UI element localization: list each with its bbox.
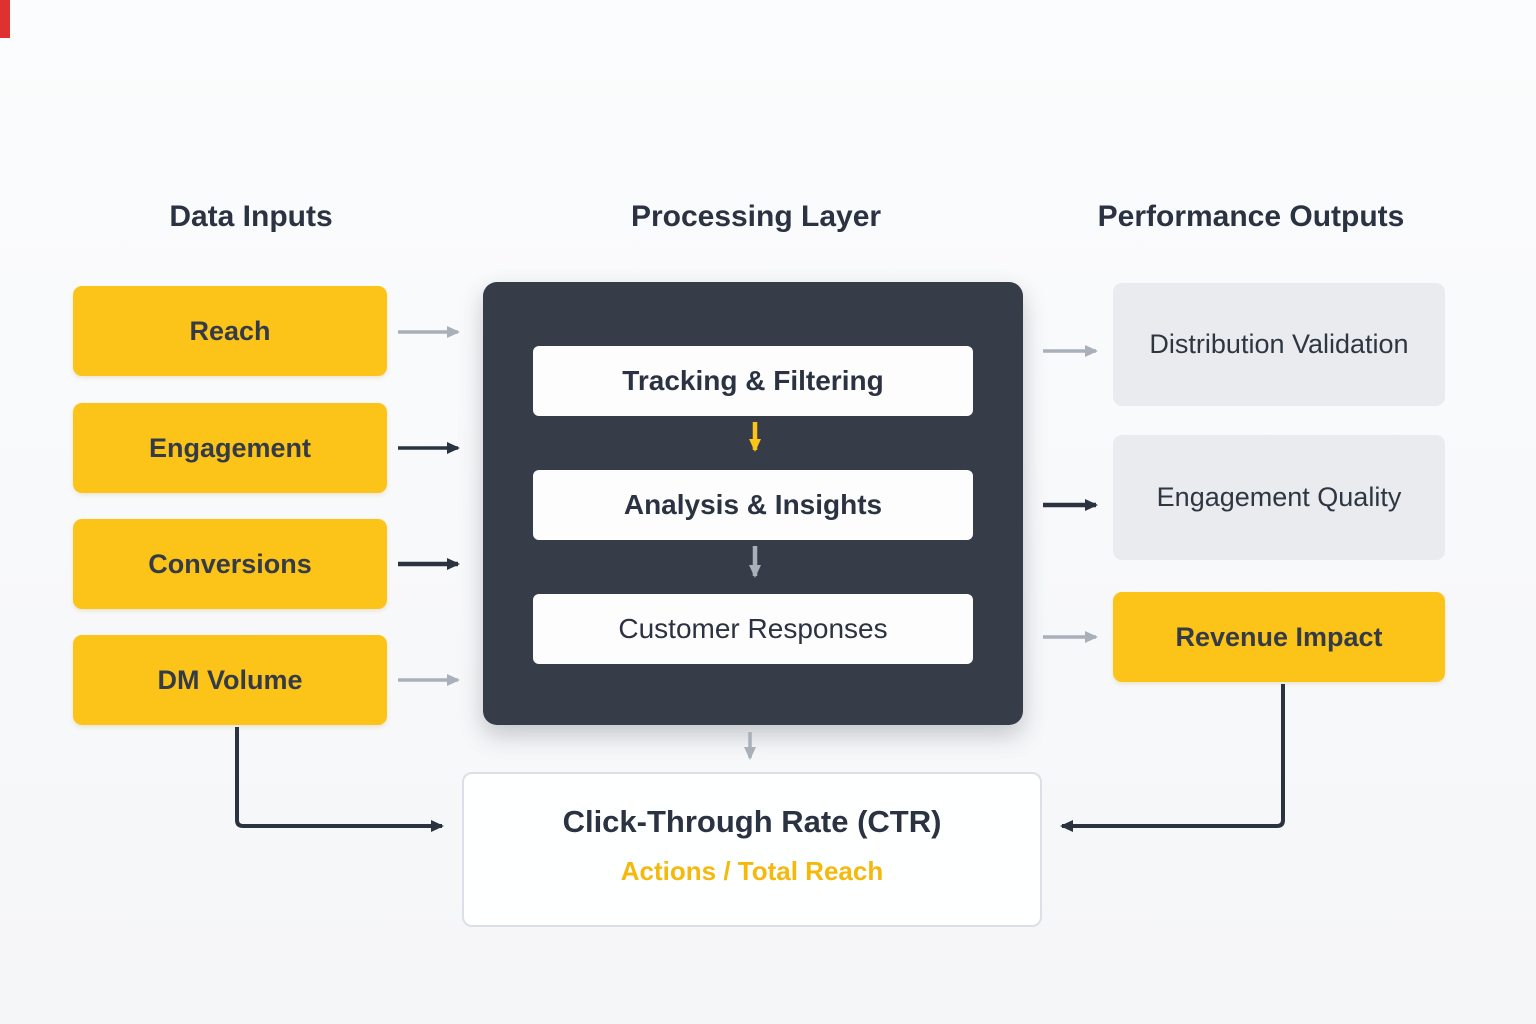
heading-data-inputs: Data Inputs bbox=[169, 200, 333, 233]
processing-step-tracking-filtering: Tracking & Filtering bbox=[533, 346, 973, 416]
processing-step-analysis-insights: Analysis & Insights bbox=[533, 470, 973, 540]
ctr-title: Click-Through Rate (CTR) bbox=[562, 804, 942, 839]
red-corner-mark bbox=[0, 0, 10, 38]
input-box-reach: Reach bbox=[73, 286, 387, 376]
input-box-dm-volume: DM Volume bbox=[73, 635, 387, 725]
ctr-result-box: Click-Through Rate (CTR) Actions / Total… bbox=[462, 772, 1042, 927]
processing-panel: Tracking & Filtering Analysis & Insights… bbox=[483, 282, 1023, 725]
heading-performance-outputs: Performance Outputs bbox=[1097, 200, 1405, 233]
output-box-revenue-impact: Revenue Impact bbox=[1113, 592, 1445, 682]
arrow-revenue-impact-to-ctr bbox=[1060, 684, 1285, 832]
input-box-conversions: Conversions bbox=[73, 519, 387, 609]
heading-processing-layer: Processing Layer bbox=[630, 200, 882, 233]
arrow-dm-volume-to-ctr bbox=[235, 727, 444, 832]
input-box-engagement: Engagement bbox=[73, 403, 387, 493]
ctr-formula: Actions / Total Reach bbox=[620, 856, 884, 886]
processing-step-customer-responses: Customer Responses bbox=[533, 594, 973, 664]
output-box-distribution-validation: Distribution Validation bbox=[1113, 283, 1445, 406]
output-box-engagement-quality: Engagement Quality bbox=[1113, 435, 1445, 560]
